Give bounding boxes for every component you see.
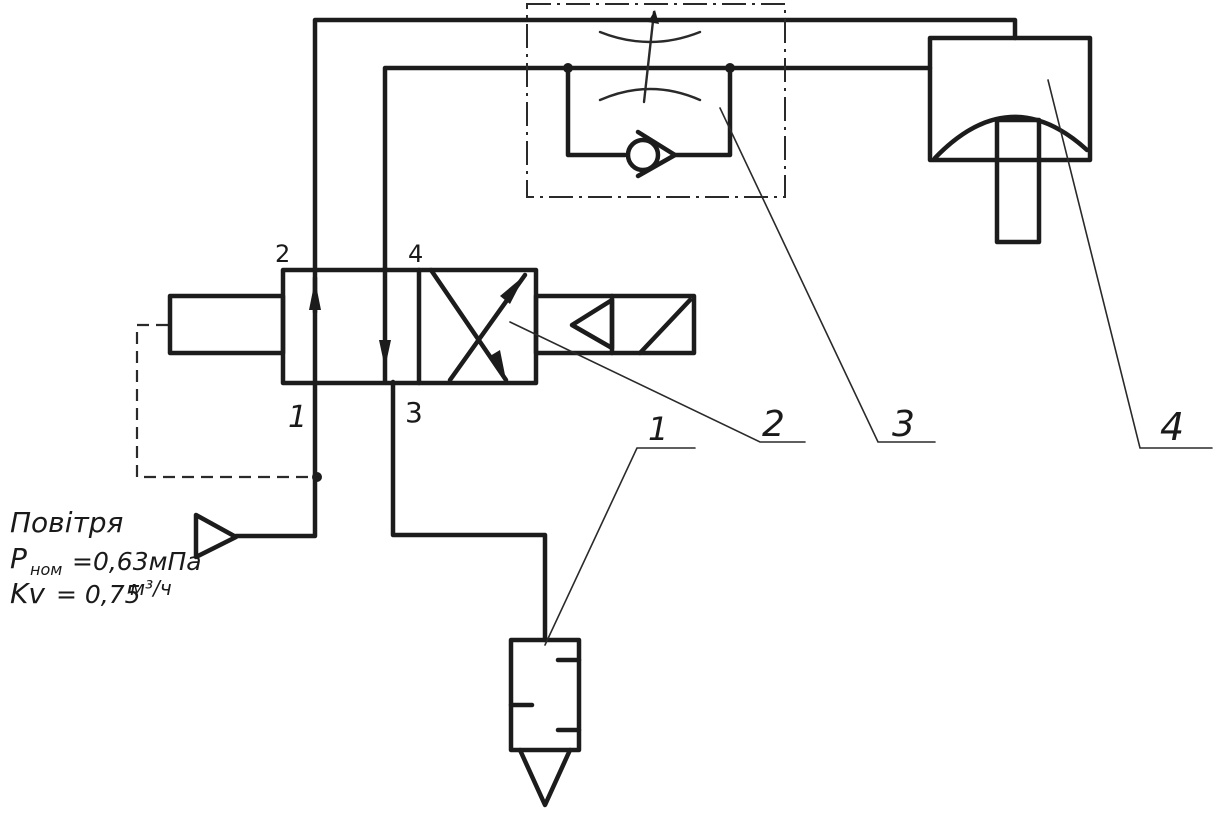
leader-lines	[509, 79, 1213, 646]
callout-1: 1	[648, 410, 668, 448]
throttle-check-valve	[526, 3, 786, 198]
port-label-3: 3	[405, 396, 423, 429]
work-line	[379, 65, 933, 643]
kv-symbol: Kv	[10, 577, 45, 610]
pneumatic-chamber	[927, 35, 1093, 245]
pressure-subscript: ном	[30, 560, 62, 579]
callout-3: 3	[892, 404, 915, 445]
air-parameters-note: Повітря P ном =0,63мПа Kv = 0,75 м³/ч	[10, 506, 202, 610]
port-label-2: 2	[275, 240, 290, 268]
callout-2: 2	[762, 404, 785, 445]
port-label-4: 4	[408, 240, 423, 268]
kv-unit: м³/ч	[130, 576, 172, 600]
callout-4: 4	[1160, 405, 1184, 449]
kv-value: = 0,75	[56, 580, 141, 609]
supply-line	[309, 17, 1018, 478]
port-label-1: 1	[288, 400, 307, 435]
pressure-value: =0,63мПа	[72, 547, 202, 576]
junction-dot	[312, 472, 322, 482]
air-label: Повітря	[10, 506, 123, 539]
air-supply-symbol	[193, 472, 322, 560]
pressure-symbol: P	[10, 542, 27, 575]
exhaust-silencer	[508, 637, 582, 808]
pilot-line	[135, 323, 312, 479]
directional-valve	[167, 267, 697, 386]
